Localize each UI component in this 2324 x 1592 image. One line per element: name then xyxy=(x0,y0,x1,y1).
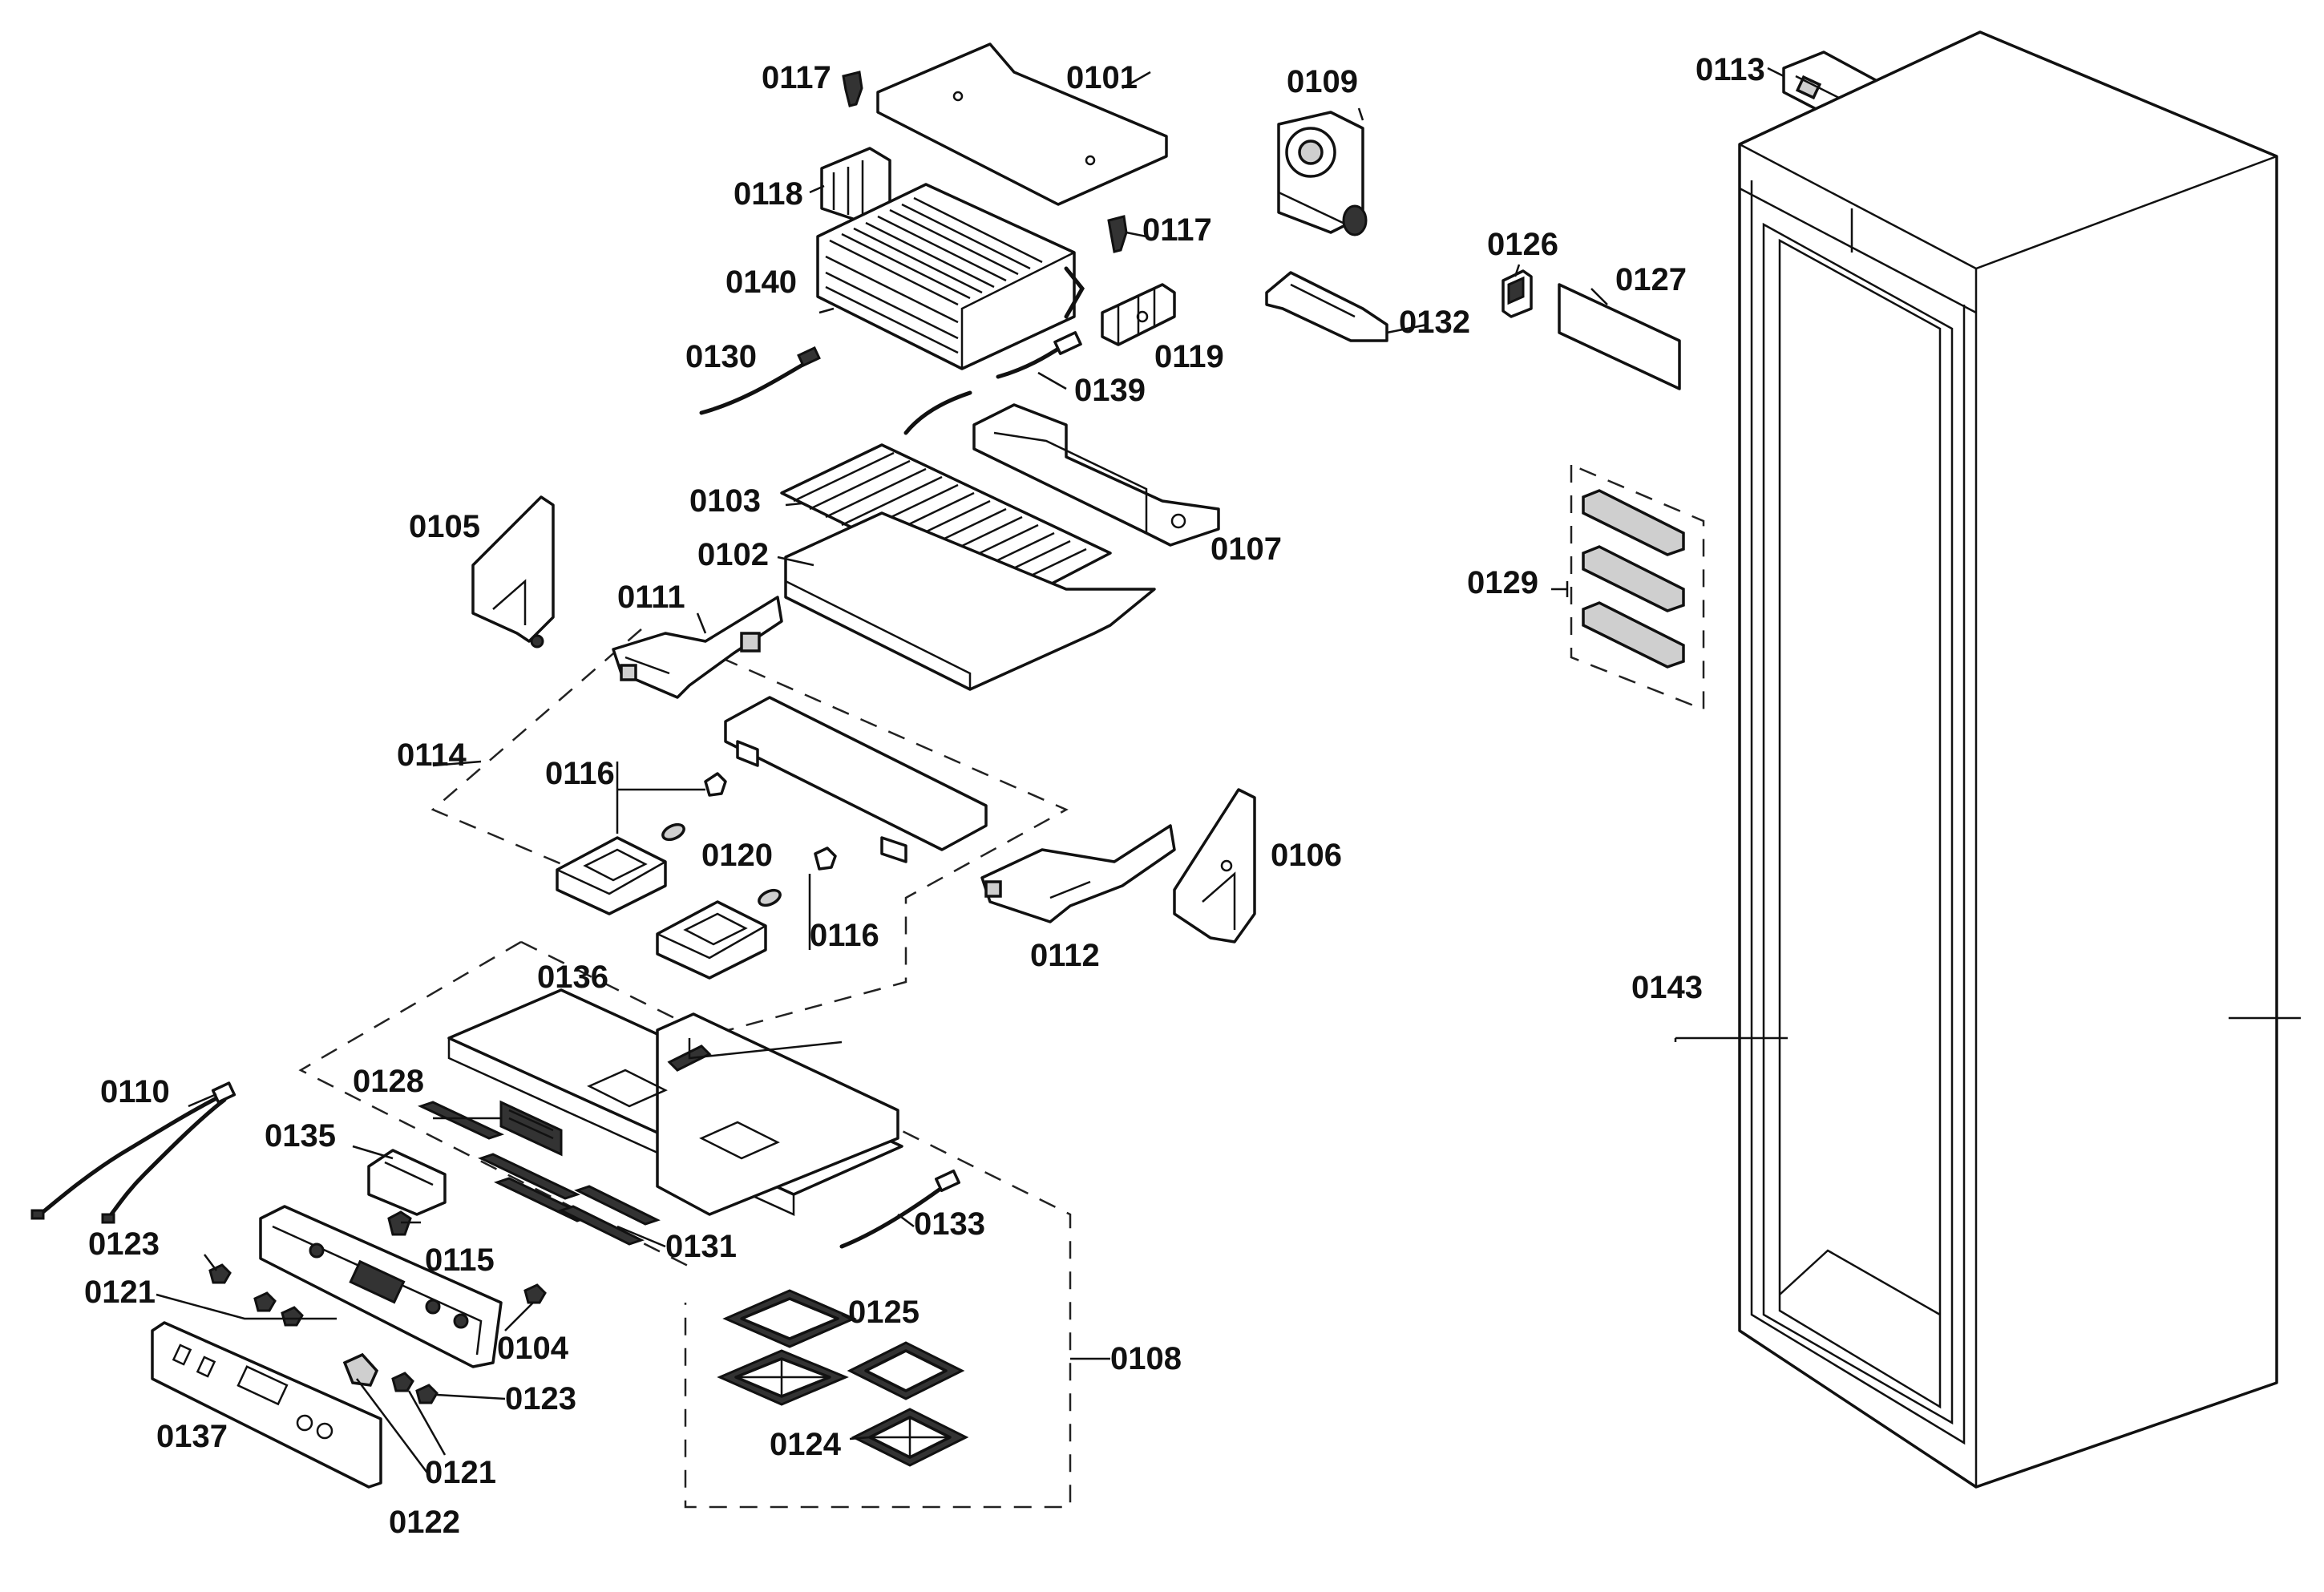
label-0117-mid: 0117 xyxy=(1142,212,1212,248)
display-module-part xyxy=(499,1100,563,1157)
label-0135: 0135 xyxy=(265,1118,336,1154)
trim-strips-part xyxy=(1582,489,1685,669)
air-duct-part xyxy=(972,403,1220,547)
leader-lines xyxy=(156,67,2301,1476)
keypad-strips-part xyxy=(417,1101,661,1246)
label-0103: 0103 xyxy=(689,483,761,519)
lamp-cover-part-b xyxy=(656,900,767,980)
label-0124: 0124 xyxy=(770,1427,842,1462)
label-0123-b: 0123 xyxy=(505,1381,576,1416)
label-0132: 0132 xyxy=(1399,305,1470,340)
label-0128: 0128 xyxy=(353,1064,424,1099)
label-0121-b: 0121 xyxy=(425,1455,496,1490)
label-0105: 0105 xyxy=(409,509,480,544)
sensor-wire-part-right xyxy=(996,331,1082,379)
label-0133: 0133 xyxy=(914,1206,985,1242)
cabinet-housing-part xyxy=(1738,30,2278,1489)
button-part-b xyxy=(253,1291,277,1312)
label-0107: 0107 xyxy=(1211,531,1282,567)
label-0117-top: 0117 xyxy=(762,60,831,95)
group-outline-0129 xyxy=(1570,463,1705,711)
top-cover-part xyxy=(876,42,1168,206)
evaporator-coil-part xyxy=(816,183,1085,370)
button-part-d xyxy=(391,1372,414,1392)
label-0143: 0143 xyxy=(1631,970,1703,1005)
label-0125: 0125 xyxy=(848,1295,919,1330)
right-rail-part xyxy=(980,824,1176,923)
label-0137: 0137 xyxy=(156,1419,228,1454)
switch-part xyxy=(1502,269,1533,318)
faceplate-part xyxy=(151,1321,382,1489)
label-0136: 0136 xyxy=(537,960,608,995)
label-0127: 0127 xyxy=(1615,262,1687,297)
label-0123-a: 0123 xyxy=(88,1226,160,1262)
gasket-part-a xyxy=(722,1289,857,1348)
knob-part-0104 xyxy=(523,1283,547,1304)
wiring-harness-part xyxy=(30,1081,236,1224)
label-0131: 0131 xyxy=(665,1229,737,1264)
bulb-part-b xyxy=(758,888,782,907)
label-0102: 0102 xyxy=(697,537,769,572)
left-side-bracket-part xyxy=(471,495,555,649)
control-housing-part xyxy=(447,988,903,1216)
gasket-part-c xyxy=(847,1341,965,1400)
label-0118: 0118 xyxy=(734,176,803,212)
label-0139: 0139 xyxy=(1074,373,1146,408)
label-panel-part xyxy=(1558,283,1681,390)
screw-part-mid xyxy=(1107,215,1128,253)
label-0101: 0101 xyxy=(1066,60,1138,95)
fan-motor-part xyxy=(1277,111,1368,236)
label-0110: 0110 xyxy=(100,1074,170,1109)
label-0121-a: 0121 xyxy=(84,1275,156,1310)
label-0109: 0109 xyxy=(1287,64,1358,99)
socket-part-b xyxy=(814,847,837,871)
label-0119: 0119 xyxy=(1154,339,1224,374)
label-0122: 0122 xyxy=(389,1505,460,1540)
socket-part-a xyxy=(704,772,727,797)
right-bracket-part xyxy=(1101,283,1176,346)
sensor-wire-part-left xyxy=(699,346,821,415)
knob-part xyxy=(387,1210,412,1236)
knob-part-0122 xyxy=(342,1352,379,1387)
label-0120: 0120 xyxy=(701,838,773,873)
drip-tray-part xyxy=(784,511,1156,691)
display-bracket-part xyxy=(367,1149,447,1216)
lamp-cover-part-a xyxy=(556,836,667,915)
label-0112: 0112 xyxy=(1030,938,1100,973)
label-0108: 0108 xyxy=(1110,1341,1182,1376)
button-part-e xyxy=(415,1384,439,1404)
label-0111: 0111 xyxy=(617,580,685,615)
part-labels: 0117 0101 0109 0113 0118 0117 0126 0140 … xyxy=(84,52,1765,1540)
label-0129: 0129 xyxy=(1467,565,1538,600)
label-0115: 0115 xyxy=(425,1242,495,1278)
screw-part-top xyxy=(842,71,863,107)
handle-part xyxy=(1265,271,1388,342)
label-0114: 0114 xyxy=(397,737,467,773)
label-0126: 0126 xyxy=(1487,227,1558,262)
light-crossbar-part xyxy=(724,696,988,863)
button-part-c xyxy=(281,1306,304,1327)
label-0113: 0113 xyxy=(1696,52,1765,87)
label-0130: 0130 xyxy=(685,339,757,374)
left-bracket-part xyxy=(820,147,891,222)
left-rail-part xyxy=(612,596,783,699)
gasket-part-d xyxy=(851,1408,969,1467)
label-0106: 0106 xyxy=(1271,838,1342,873)
gasket-part-b xyxy=(717,1349,849,1406)
label-0116-a: 0116 xyxy=(545,756,615,791)
control-panel-part xyxy=(259,1205,503,1368)
right-side-bracket-part xyxy=(1173,788,1256,943)
label-0116-b: 0116 xyxy=(810,918,879,953)
label-0140: 0140 xyxy=(725,265,797,300)
bulb-part-a xyxy=(661,822,685,842)
label-0104: 0104 xyxy=(497,1331,569,1366)
